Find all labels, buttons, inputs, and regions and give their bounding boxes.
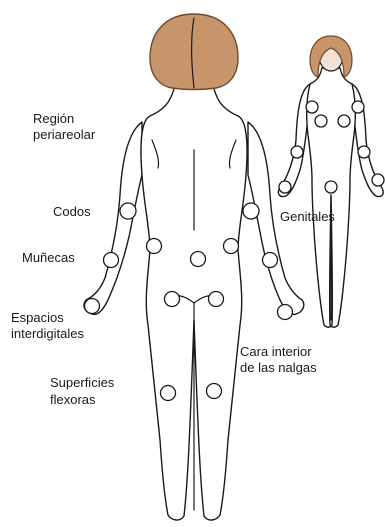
marker-waist-center bbox=[191, 252, 206, 267]
marker-codo-right bbox=[243, 203, 259, 219]
marker-nalga-left bbox=[165, 292, 180, 307]
marker-muneca-right bbox=[263, 253, 278, 268]
label-cara-line1: Cara interior bbox=[240, 344, 312, 359]
marker-front-wrist-right bbox=[372, 174, 384, 186]
marker-front-periareolar-2 bbox=[352, 101, 364, 113]
marker-waist-left bbox=[147, 239, 162, 254]
label-region-line1: Región bbox=[33, 111, 74, 126]
back-figure-hair bbox=[150, 14, 238, 90]
label-codos: Codos bbox=[53, 204, 91, 219]
marker-front-elbow-left bbox=[291, 146, 303, 158]
label-region-line2: periareolar bbox=[33, 127, 96, 142]
marker-front-genital bbox=[325, 181, 337, 193]
label-espacios-line2: interdigitales bbox=[11, 326, 84, 341]
marker-front-periareolar-3 bbox=[315, 115, 327, 127]
label-superficies-line2: flexoras bbox=[50, 392, 96, 407]
marker-front-periareolar-4 bbox=[338, 115, 350, 127]
front-figure-left-arm bbox=[278, 84, 310, 197]
back-figure-left-arm bbox=[84, 122, 142, 314]
marker-interdigital-left bbox=[85, 299, 100, 314]
marker-flexora-left bbox=[161, 386, 176, 401]
label-superficies-line1: Superficies bbox=[50, 375, 115, 390]
label-cara-line2: de las nalgas bbox=[240, 360, 317, 375]
label-espacios-line1: Espacios bbox=[11, 310, 64, 325]
marker-front-periareolar-1 bbox=[306, 101, 318, 113]
marker-interdigital-right bbox=[278, 305, 293, 320]
marker-front-wrist-left bbox=[279, 181, 291, 193]
marker-muneca-left bbox=[104, 253, 119, 268]
marker-waist-right bbox=[224, 239, 239, 254]
label-munecas: Muñecas bbox=[22, 250, 75, 265]
marker-flexora-right bbox=[207, 384, 222, 399]
marker-front-elbow-right bbox=[358, 146, 370, 158]
label-genitales: Genitales bbox=[280, 209, 335, 224]
marker-nalga-right bbox=[209, 292, 224, 307]
marker-codo-left bbox=[120, 203, 136, 219]
